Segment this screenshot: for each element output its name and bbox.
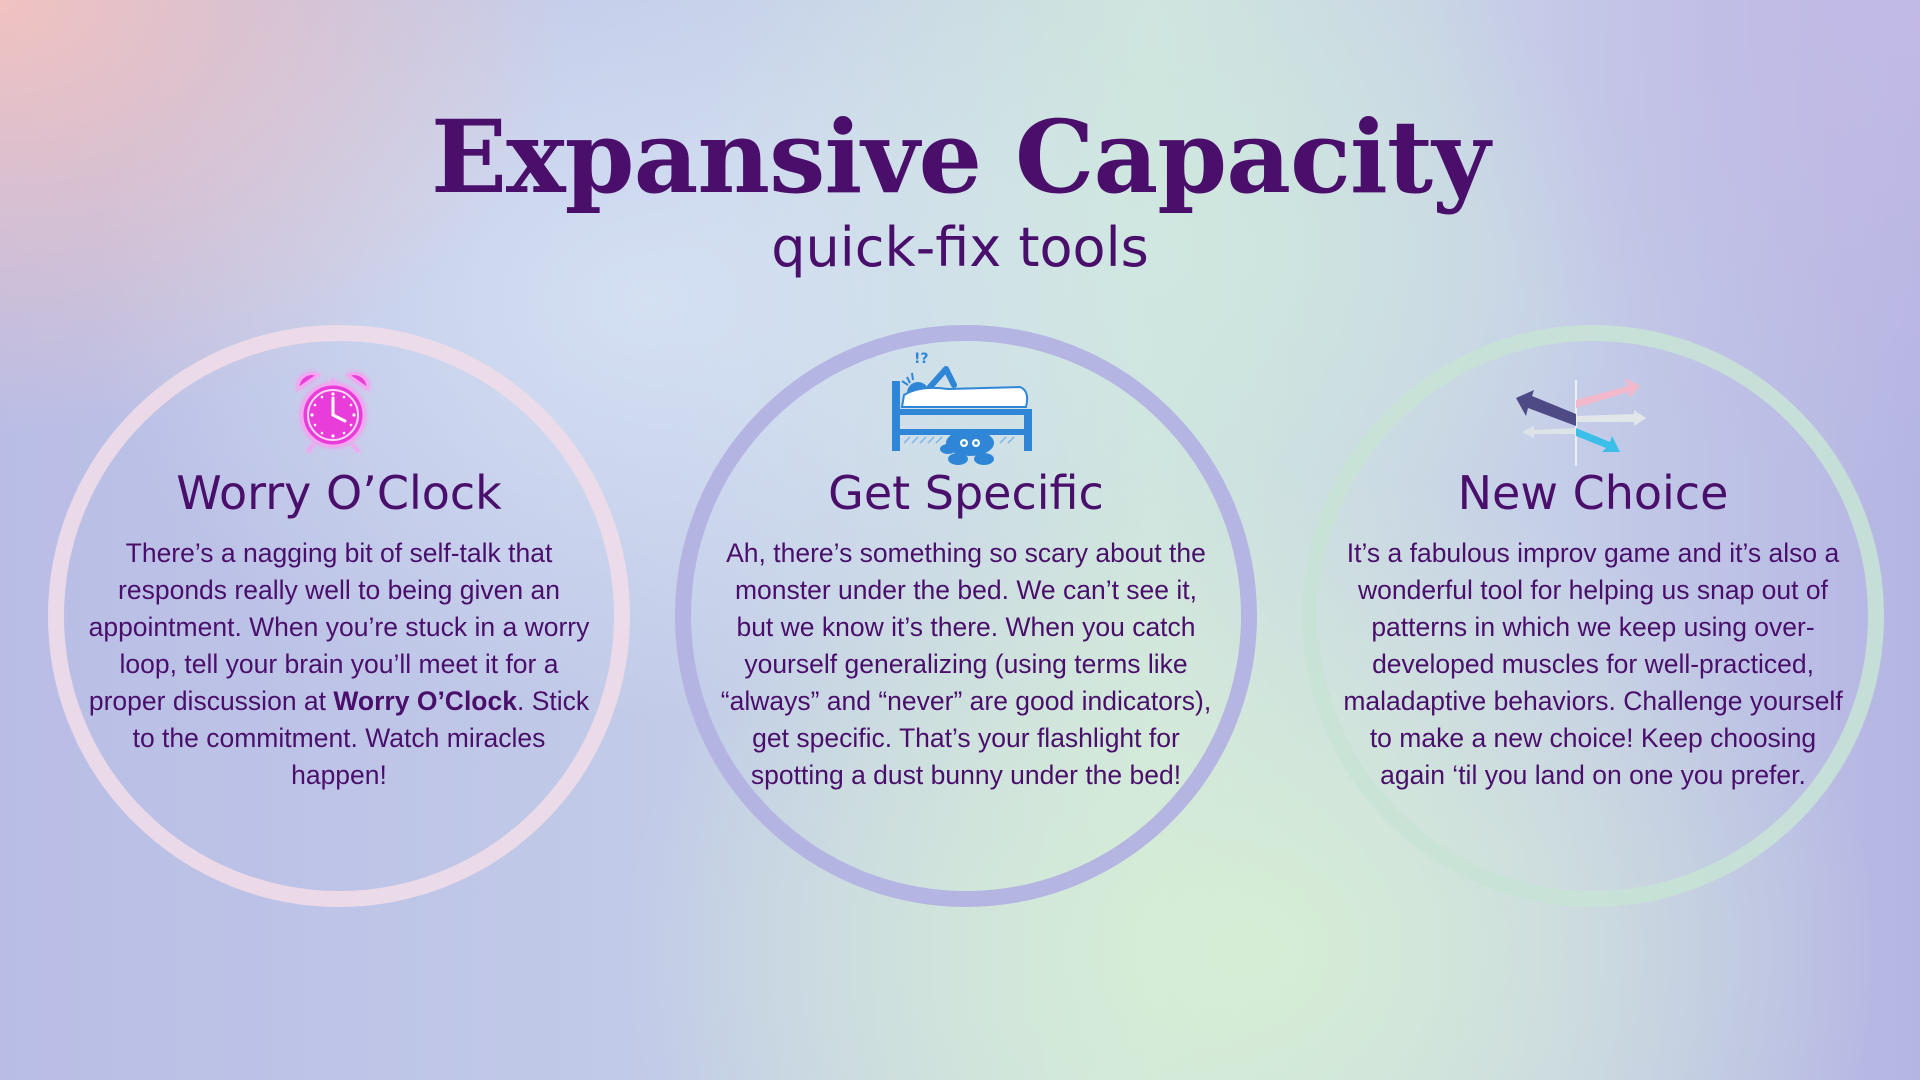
card-title: Get Specific [828,466,1104,520]
card-body-text-end: . Stick to the commitment. Watch miracle… [132,686,590,790]
card-worry-oclock: Worry O’Clock There’s a nagging bit of s… [48,325,630,907]
icon-exclaim-label: !? [914,351,929,367]
card-new-choice: New Choice It’s a fabulous improv game a… [1302,325,1884,907]
card-body: Ah, there’s something so scary about the… [720,538,1212,790]
page-subtitle: quick-fix tools [771,216,1149,279]
card-body: It’s a fabulous improv game and it’s als… [1343,538,1843,790]
card-body-bold: Worry O’Clock [333,686,517,716]
card-body-text: There’s a nagging bit of self-talk that … [88,538,590,716]
monster-under-bed-icon: !? [892,351,1032,465]
card-title: New Choice [1457,466,1729,520]
direction-arrows-icon [1516,378,1646,466]
card-get-specific: !? Get Specific [675,325,1257,907]
card-body: There’s a nagging bit of self-talk that … [88,535,590,794]
page-title: Expansive Capacity [430,98,1490,216]
card-title: Worry O’Clock [176,466,502,520]
alarm-clock-icon [296,372,370,453]
